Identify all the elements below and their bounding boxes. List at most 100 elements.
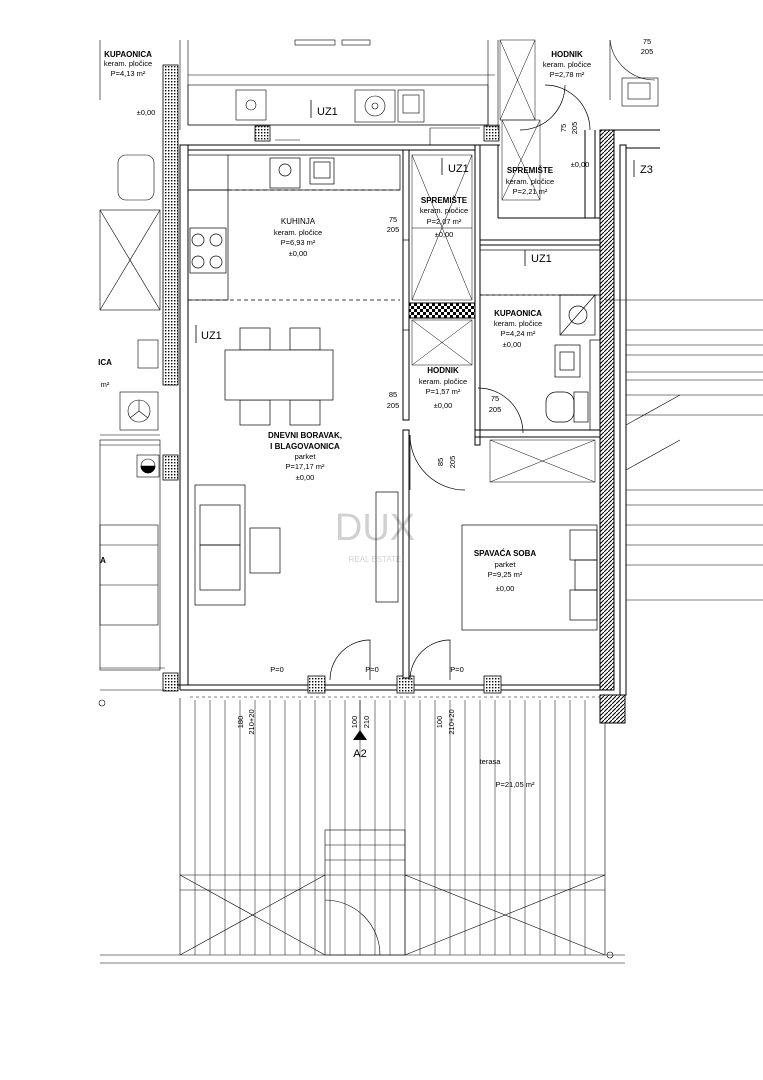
room-level: ±0,00 bbox=[289, 249, 308, 258]
room-finish: keram. pločice bbox=[420, 206, 468, 215]
section-arrow bbox=[353, 730, 367, 740]
pillar bbox=[483, 125, 500, 142]
dim: 210+20 bbox=[447, 709, 456, 734]
dim: 100 bbox=[350, 716, 359, 729]
bathroom-right-fixtures bbox=[479, 249, 601, 431]
dining-table bbox=[224, 327, 334, 426]
tag-z3: Z3 bbox=[640, 164, 653, 176]
tag-uz1: UZ1 bbox=[201, 330, 222, 342]
room-finish: keram. pločice bbox=[274, 228, 322, 237]
pillar bbox=[162, 672, 179, 692]
room-name: HODNIK bbox=[551, 50, 583, 59]
dim: P=0 bbox=[450, 665, 464, 674]
room-level: ±0,00 bbox=[435, 230, 454, 239]
room-level: ±0,00 bbox=[496, 584, 515, 593]
room-finish: parket bbox=[495, 560, 517, 569]
dim: 75 bbox=[643, 37, 651, 46]
room-name: SPREMIŠTE bbox=[507, 166, 554, 175]
dim: 100 bbox=[435, 716, 444, 729]
room-area: P=4,13 m² bbox=[111, 69, 146, 78]
tag-uz1: UZ1 bbox=[317, 106, 338, 118]
living-furniture bbox=[194, 484, 399, 606]
room-name: KUHINJA bbox=[281, 217, 316, 226]
pillar bbox=[254, 125, 271, 142]
exterior-walls bbox=[165, 129, 660, 724]
dim: 210+20 bbox=[247, 709, 256, 734]
dim: 75 bbox=[491, 394, 499, 403]
room-area: P=6,93 m² bbox=[281, 238, 316, 247]
doors bbox=[329, 84, 591, 681]
terrace-area bbox=[100, 698, 625, 959]
kitchen-furniture bbox=[187, 154, 401, 301]
wardrobe-bars bbox=[605, 299, 763, 601]
room-area: P=17,17 m² bbox=[286, 462, 325, 471]
room-area: P=1,57 m² bbox=[426, 387, 461, 396]
room-area: m² bbox=[101, 380, 110, 389]
neighbour-top bbox=[179, 39, 500, 145]
room-name: SPAVAĆA SOBA bbox=[474, 549, 537, 558]
dim: 205 bbox=[448, 456, 457, 469]
dimension-labels: 75 205 85 205 75 205 75 205 75 205 85 20… bbox=[236, 37, 653, 735]
room-level: ±0,00 bbox=[503, 340, 522, 349]
room-level: ±0,00 bbox=[296, 473, 315, 482]
storage-1-grid bbox=[411, 154, 473, 366]
dim: 210 bbox=[362, 716, 371, 729]
room-name: A bbox=[100, 556, 106, 565]
dim: 205 bbox=[489, 405, 502, 414]
room-finish: keram. pločice bbox=[419, 377, 467, 386]
tag-markers bbox=[195, 100, 635, 343]
room-level: ±0,00 bbox=[571, 160, 590, 169]
dim: P=0 bbox=[270, 665, 284, 674]
watermark-sub: REAL ESTATE bbox=[349, 555, 402, 564]
dim: 205 bbox=[641, 47, 654, 56]
neighbour-left bbox=[98, 40, 165, 707]
room-area: P=9,25 m² bbox=[488, 570, 523, 579]
room-level: ±0,00 bbox=[137, 108, 156, 117]
tag-uz1: UZ1 bbox=[448, 163, 469, 175]
tag-a2: A2 bbox=[353, 748, 366, 760]
pillar bbox=[307, 675, 326, 694]
room-name: SPREMIŠTE bbox=[421, 196, 468, 205]
room-area: P=2,78 m² bbox=[550, 70, 585, 79]
storage-2-grid bbox=[489, 39, 596, 483]
room-level: ±0,00 bbox=[434, 401, 453, 410]
tag-labels: UZ1 UZ1 UZ1 UZ1 Z3 A2 bbox=[201, 106, 653, 760]
tag-uz1: UZ1 bbox=[531, 253, 552, 265]
bedroom-furniture bbox=[461, 524, 598, 631]
dim: 205 bbox=[387, 401, 400, 410]
dim: 85 bbox=[389, 390, 397, 399]
room-finish: keram. pločice bbox=[494, 319, 542, 328]
room-labels: KUPAONICA keram. pločice P=4,13 m² ±0,00… bbox=[98, 50, 591, 789]
dim: P=0 bbox=[365, 665, 379, 674]
room-area: P=21,05 m² bbox=[496, 780, 535, 789]
pillar bbox=[396, 675, 415, 694]
room-area: P=2,07 m² bbox=[427, 217, 462, 226]
room-name: DNEVNI BORAVAK, bbox=[268, 431, 342, 440]
dim: 180 bbox=[236, 716, 245, 729]
room-finish: keram. pločice bbox=[543, 60, 591, 69]
watermark-text: DUX bbox=[335, 507, 415, 549]
room-name-2: I BLAGOVAONICA bbox=[270, 442, 340, 451]
column-left bbox=[162, 64, 179, 386]
room-area: P=2,21 m² bbox=[513, 187, 548, 196]
room-area: P=4,24 m² bbox=[501, 329, 536, 338]
pillar bbox=[483, 675, 502, 694]
room-finish: keram. pločice bbox=[104, 59, 152, 68]
dim: 85 bbox=[436, 458, 445, 466]
room-name: KUPAONICA bbox=[104, 50, 152, 59]
dim: 75 bbox=[389, 215, 397, 224]
room-name: KUPAONICA bbox=[494, 309, 542, 318]
room-name: terasa bbox=[480, 757, 502, 766]
room-name: ICA bbox=[98, 358, 112, 367]
watermark: DUX REAL ESTATE bbox=[335, 507, 415, 564]
room-name: HODNIK bbox=[427, 366, 459, 375]
dim: 205 bbox=[570, 122, 579, 135]
column-left-small bbox=[162, 454, 179, 481]
dim: 75 bbox=[559, 124, 568, 132]
room-finish: keram. pločice bbox=[506, 177, 554, 186]
room-finish: parket bbox=[295, 452, 317, 461]
top-right-fixtures bbox=[609, 39, 659, 107]
dim: 205 bbox=[387, 225, 400, 234]
